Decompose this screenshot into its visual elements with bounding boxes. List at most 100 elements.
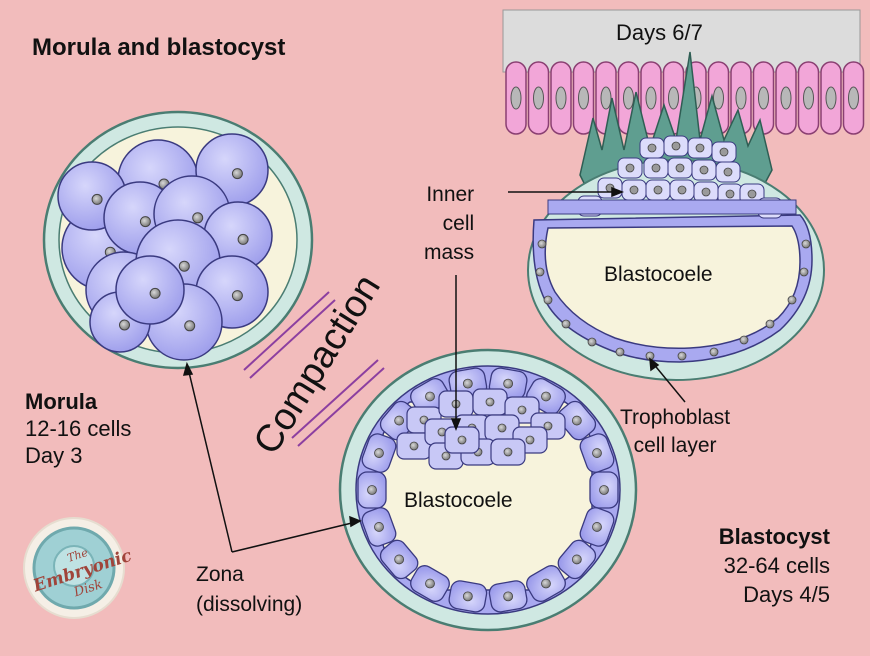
nucleus — [119, 319, 130, 331]
icm-nucleus — [701, 187, 711, 197]
nucleus — [139, 216, 151, 228]
embryonic-disk-logo — [23, 517, 125, 619]
zona-line-2: (dissolving) — [196, 593, 303, 616]
epithelial-nucleus — [533, 86, 544, 110]
nucleus — [237, 233, 249, 245]
morula — [42, 110, 314, 370]
nucleus — [231, 168, 243, 180]
zona-label: Zona (dissolving) — [196, 560, 302, 620]
trophoblast-nucleus — [587, 337, 597, 347]
arrowhead — [649, 357, 660, 372]
icm-nucleus — [675, 163, 685, 173]
epithelial-nucleus — [555, 86, 567, 110]
trophoblast-nucleus — [462, 591, 473, 602]
trophoblast-nucleus — [739, 335, 749, 345]
trophoblast-nucleus — [592, 522, 602, 532]
icm-nucleus — [719, 147, 729, 157]
icm-nucleus — [653, 185, 663, 195]
trophoblast-nucleus — [561, 319, 571, 329]
trophoblast-nucleus — [367, 485, 377, 495]
icm-nucleus — [677, 185, 687, 195]
arrowhead — [611, 186, 625, 198]
trophoblast-nucleus — [394, 554, 405, 565]
icm-nucleus — [699, 165, 709, 175]
inner-cell-mass-label: Inner cell mass — [424, 180, 474, 267]
icm-nucleus — [723, 167, 733, 177]
trophoblast-nucleus — [541, 578, 551, 589]
trophoblast-nucleus — [571, 554, 582, 565]
icm-line-3: mass — [424, 241, 475, 264]
blastocyst-days: Days 4/5 — [743, 582, 830, 607]
trophoblast-nucleus — [425, 578, 435, 589]
epithelial-nucleus — [735, 86, 747, 110]
arrowhead — [182, 361, 194, 376]
nucleus — [91, 193, 103, 205]
trophoblast-nucleus — [535, 267, 545, 277]
nucleus — [231, 290, 243, 302]
trophoblast-nucleus — [503, 378, 514, 389]
arrowhead — [349, 515, 362, 528]
icm-nucleus — [647, 143, 657, 153]
icm-nucleus — [695, 143, 705, 153]
blastocyst-name: Blastocyst — [718, 524, 830, 549]
epithelial-nucleus — [713, 86, 724, 110]
nucleus — [178, 260, 190, 272]
morula-cells-count: 12-16 cells — [25, 416, 132, 441]
icm-nucleus — [457, 435, 467, 445]
blastocoele-label-top: Blastocoele — [604, 263, 713, 286]
cell — [115, 255, 185, 325]
icm-nucleus — [503, 447, 513, 457]
epithelial-nucleus — [668, 86, 679, 110]
diagram-title: Morula and blastocyst — [32, 34, 286, 61]
zona-line-1: Zona — [196, 563, 244, 586]
epithelial-nucleus — [780, 86, 792, 110]
pointer-lines — [182, 186, 686, 553]
trophoblast-nucleus — [537, 239, 547, 249]
trophoblast-nuclei — [535, 239, 811, 361]
epithelial-nucleus — [848, 86, 859, 110]
inner-cell-mass-implanted — [547, 135, 797, 219]
icm-nucleus — [629, 185, 639, 195]
trophoblast-nucleus — [615, 347, 625, 357]
blastocoele-upper — [544, 225, 801, 350]
trophoblast-pointer — [651, 361, 686, 403]
icm-nucleus — [497, 423, 507, 433]
blastocyst-cells-count: 32-64 cells — [723, 553, 830, 578]
trophoblast-nucleus — [787, 295, 797, 305]
epithelial-nucleus — [758, 86, 769, 110]
trophoblast-nucleus — [571, 415, 582, 426]
icm-nucleus — [543, 421, 553, 431]
trophoblast-nucleus — [541, 391, 551, 402]
icm-line-2: cell — [442, 212, 475, 235]
trophoblast-nucleus — [799, 267, 809, 277]
days-6-7-label: Days 6/7 — [616, 20, 703, 45]
trophoblast-nucleus — [374, 448, 384, 458]
icm-nucleus — [485, 397, 495, 407]
icm-nucleus — [725, 189, 735, 199]
icm-line-1: Inner — [426, 183, 475, 206]
epithelial-nucleus — [645, 86, 657, 110]
epithelial-nucleus — [623, 86, 634, 110]
epithelial-nucleus — [578, 86, 589, 110]
nucleus — [149, 287, 161, 299]
inner-cell-mass — [396, 388, 566, 470]
icm-nucleus — [517, 405, 527, 415]
trophoblast-nucleus — [503, 591, 514, 602]
trophoblast-label: Trophoblast cell layer — [620, 404, 730, 460]
trophoblast-nucleus — [677, 351, 687, 361]
zona-pointer-blastocyst — [231, 521, 357, 553]
nucleus — [184, 320, 196, 332]
zona-pointer-morula — [187, 367, 233, 553]
trophoblast-cells — [357, 367, 619, 613]
implanting-blastocyst — [527, 135, 825, 381]
epithelial-nucleus — [600, 86, 612, 110]
icm-nucleus — [625, 163, 635, 173]
morula-name: Morula — [25, 389, 98, 414]
trophoblast-line-2: cell layer — [633, 434, 717, 457]
trophoblast-nucleus — [394, 415, 405, 426]
trophoblast-nucleus — [425, 391, 435, 402]
trophoblast-line-1: Trophoblast — [620, 406, 731, 429]
morula-label: Morula 12-16 cells Day 3 — [25, 388, 131, 469]
